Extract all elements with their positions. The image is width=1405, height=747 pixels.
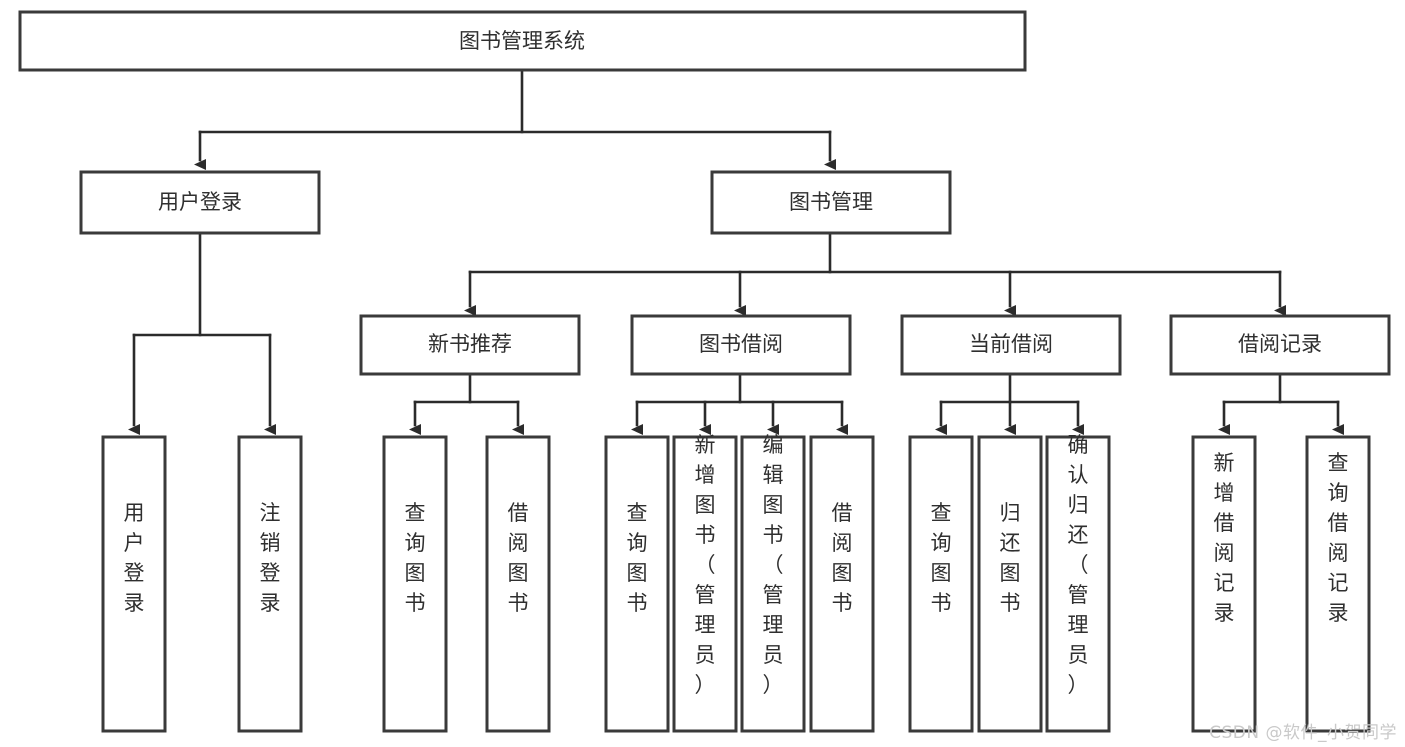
leaf-borrow-query-book-label: 查询图书 [627, 501, 648, 615]
leaf-current-return-book[interactable]: 归还图书 [977, 435, 1043, 733]
leaf-recommend-query-book[interactable]: 查询图书 [382, 435, 448, 733]
leaf-borrow-add-book-label: 新增图书（管理员） [695, 433, 716, 697]
leaf-borrow-borrow-book-label: 借阅图书 [832, 501, 853, 615]
node-current-borrow-label: 当前借阅 [969, 332, 1053, 356]
leaf-borrow-query-book[interactable]: 查询图书 [604, 435, 670, 733]
leaf-current-query-book[interactable]: 查询图书 [908, 435, 974, 733]
leaf-current-confirm-return[interactable]: 确认归还（管理员） [1045, 433, 1111, 733]
connector-edges [128, 68, 1344, 435]
node-root-label: 图书管理系统 [459, 29, 585, 53]
node-borrow-record[interactable]: 借阅记录 [1169, 314, 1391, 376]
leaf-user-login-login-label: 用户登录 [124, 501, 145, 615]
node-user-login[interactable]: 用户登录 [79, 170, 321, 235]
leaf-recommend-borrow-book[interactable]: 借阅图书 [485, 435, 551, 733]
leaf-record-query-record[interactable]: 查询借阅记录 [1305, 435, 1371, 733]
node-borrow-record-label: 借阅记录 [1238, 332, 1322, 356]
node-user-login-label: 用户登录 [158, 190, 242, 214]
leaf-current-query-book-label: 查询图书 [931, 501, 952, 615]
node-book-borrow[interactable]: 图书借阅 [630, 314, 852, 376]
leaf-user-login-logout[interactable]: 注销登录 [237, 435, 303, 733]
leaf-current-confirm-return-label: 确认归还（管理员） [1068, 433, 1089, 697]
leaf-recommend-query-book-label: 查询图书 [405, 501, 426, 615]
node-new-book-recommend-label: 新书推荐 [428, 332, 512, 356]
leaf-recommend-borrow-book-label: 借阅图书 [508, 501, 529, 615]
csdn-watermark: CSDN @软件_小贺同学 [1209, 723, 1397, 743]
node-new-book-recommend[interactable]: 新书推荐 [359, 314, 581, 376]
leaf-record-add-record[interactable]: 新增借阅记录 [1191, 435, 1257, 733]
leaf-borrow-edit-book-label: 编辑图书（管理员） [763, 433, 784, 697]
leaf-current-return-book-label: 归还图书 [1000, 501, 1021, 615]
leaf-user-login-login[interactable]: 用户登录 [101, 435, 167, 733]
node-current-borrow[interactable]: 当前借阅 [900, 314, 1122, 376]
node-book-borrow-label: 图书借阅 [699, 332, 783, 356]
leaf-borrow-borrow-book[interactable]: 借阅图书 [809, 435, 875, 733]
node-book-management[interactable]: 图书管理 [710, 170, 952, 235]
leaf-record-query-record-label: 查询借阅记录 [1328, 451, 1349, 625]
node-root-system[interactable]: 图书管理系统 [18, 10, 1027, 72]
leaf-borrow-add-book[interactable]: 新增图书（管理员） [672, 433, 738, 733]
leaf-record-add-record-label: 新增借阅记录 [1214, 451, 1235, 625]
leaf-borrow-edit-book[interactable]: 编辑图书（管理员） [740, 433, 806, 733]
node-book-management-label: 图书管理 [789, 190, 873, 214]
leaf-user-login-logout-label: 注销登录 [260, 501, 281, 615]
